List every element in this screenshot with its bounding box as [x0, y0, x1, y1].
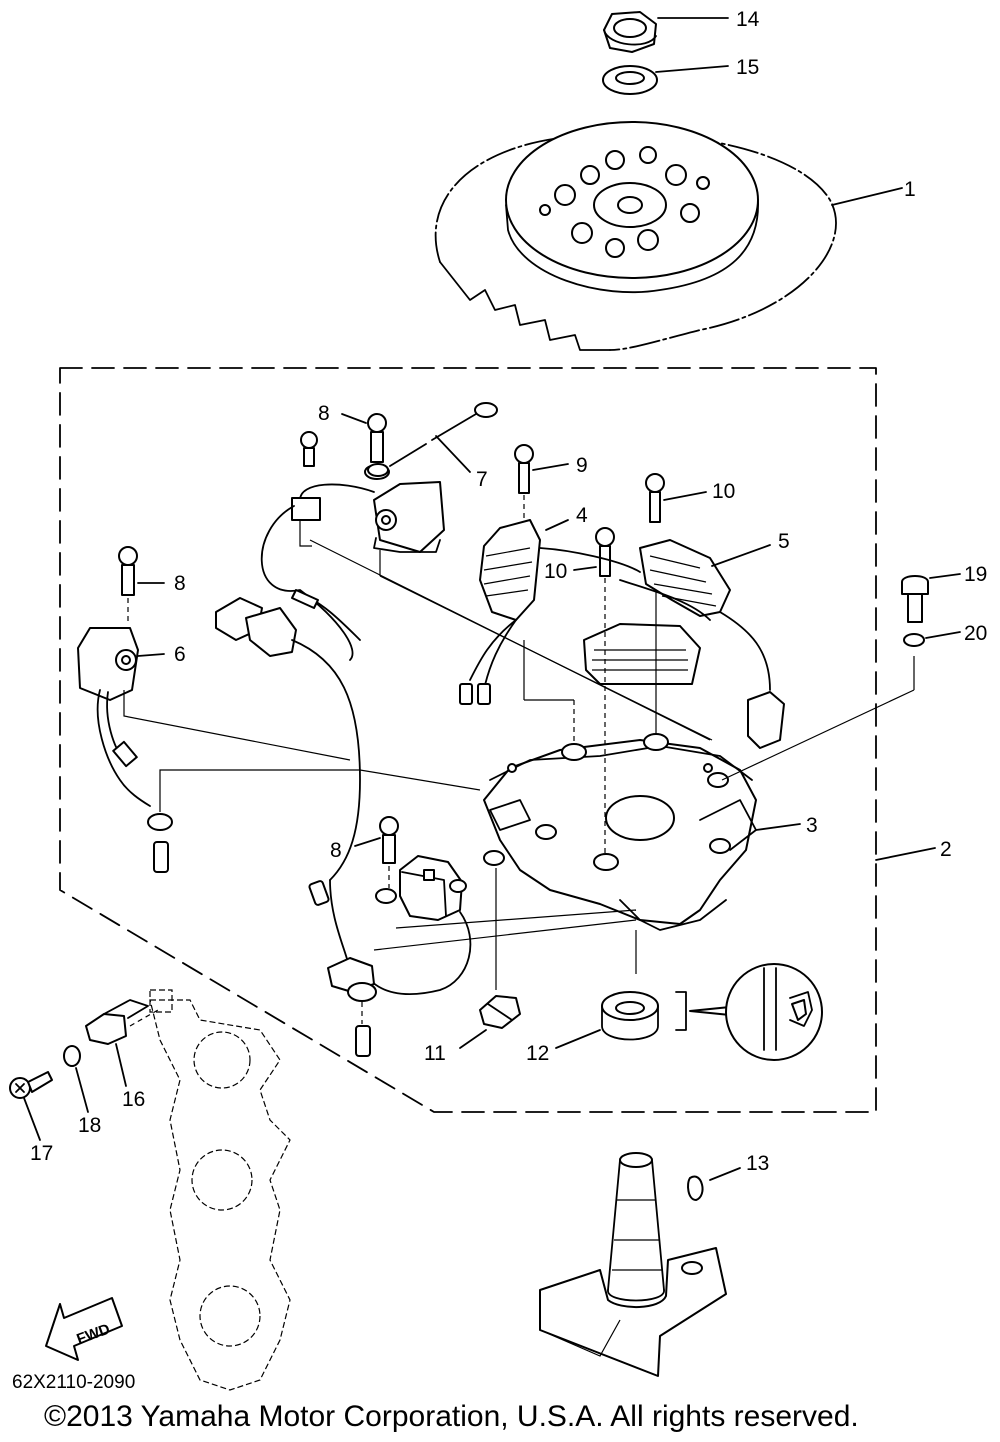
- callout-19: 19: [964, 563, 987, 586]
- screw-part-10-right: [645, 473, 707, 523]
- oil-seal-part: [555, 991, 741, 1049]
- callout-2: 2: [940, 838, 952, 861]
- callout-5: 5: [778, 530, 790, 553]
- ground-lead-part: [367, 402, 498, 477]
- callout-15: 15: [736, 56, 759, 79]
- wire-clip-part: [459, 995, 521, 1049]
- callout-13: 13: [746, 1152, 769, 1175]
- callout-10-upper: 10: [712, 480, 735, 503]
- clamp-part: [85, 999, 159, 1087]
- callout-16: 16: [122, 1088, 145, 1111]
- callout-12: 12: [526, 1042, 549, 1065]
- screw-part-lower: [354, 816, 399, 888]
- assembly-guide-lines: [309, 539, 915, 990]
- flywheel-magneto-part: [434, 121, 837, 351]
- washer-part-18: [63, 1045, 89, 1113]
- base-plate-part: [483, 733, 801, 931]
- screw-part-left: [118, 546, 165, 622]
- callout-6: 6: [174, 643, 186, 666]
- callout-8-left: 8: [174, 572, 186, 595]
- fwd-arrow-icon: FWD: [45, 1297, 123, 1361]
- pulser-coil-left-part: [77, 627, 481, 831]
- lighting-coil-part: [583, 539, 785, 749]
- assembly-boundary: [59, 367, 877, 1113]
- screw-part-17: [9, 1071, 53, 1141]
- screw-part-6-bottom: [153, 841, 169, 873]
- callout-17: 17: [30, 1142, 53, 1165]
- callout-8-upper: 8: [318, 402, 330, 425]
- callout-1: 1: [904, 178, 916, 201]
- screw-part-9: [514, 444, 569, 520]
- woodruff-key-part: [687, 1167, 741, 1201]
- washer-part: [602, 65, 658, 95]
- screw-part-10-center: [573, 527, 615, 577]
- callout-9: 9: [576, 454, 588, 477]
- crankshaft-part: [539, 1152, 727, 1377]
- callout-4: 4: [576, 504, 588, 527]
- exhaust-manifold-part: [149, 989, 291, 1391]
- callout-20: 20: [964, 622, 987, 645]
- callout-7: 7: [476, 468, 488, 491]
- screw-part-small: [300, 431, 318, 467]
- seal-detail-callout: [725, 963, 823, 1061]
- callout-10-lower: 10: [544, 560, 567, 583]
- pulser-coil-lower-part: [308, 855, 472, 1002]
- flange-nut-part: [603, 11, 657, 53]
- callout-11: 11: [424, 1042, 446, 1065]
- screw-part-lower-bottom: [355, 1002, 371, 1057]
- callout-18: 18: [78, 1114, 101, 1137]
- copyright-notice: ©2013 Yamaha Motor Corporation, U.S.A. A…: [44, 1400, 859, 1433]
- part-code: 62X2110-2090: [12, 1372, 136, 1393]
- callout-3: 3: [806, 814, 818, 837]
- charge-coil-part: [459, 519, 641, 705]
- callout-8-lower: 8: [330, 839, 342, 862]
- bolt-part-19: [901, 573, 961, 623]
- connector-part: [215, 589, 361, 881]
- callout-14: 14: [736, 8, 760, 31]
- washer-part-20: [903, 631, 961, 647]
